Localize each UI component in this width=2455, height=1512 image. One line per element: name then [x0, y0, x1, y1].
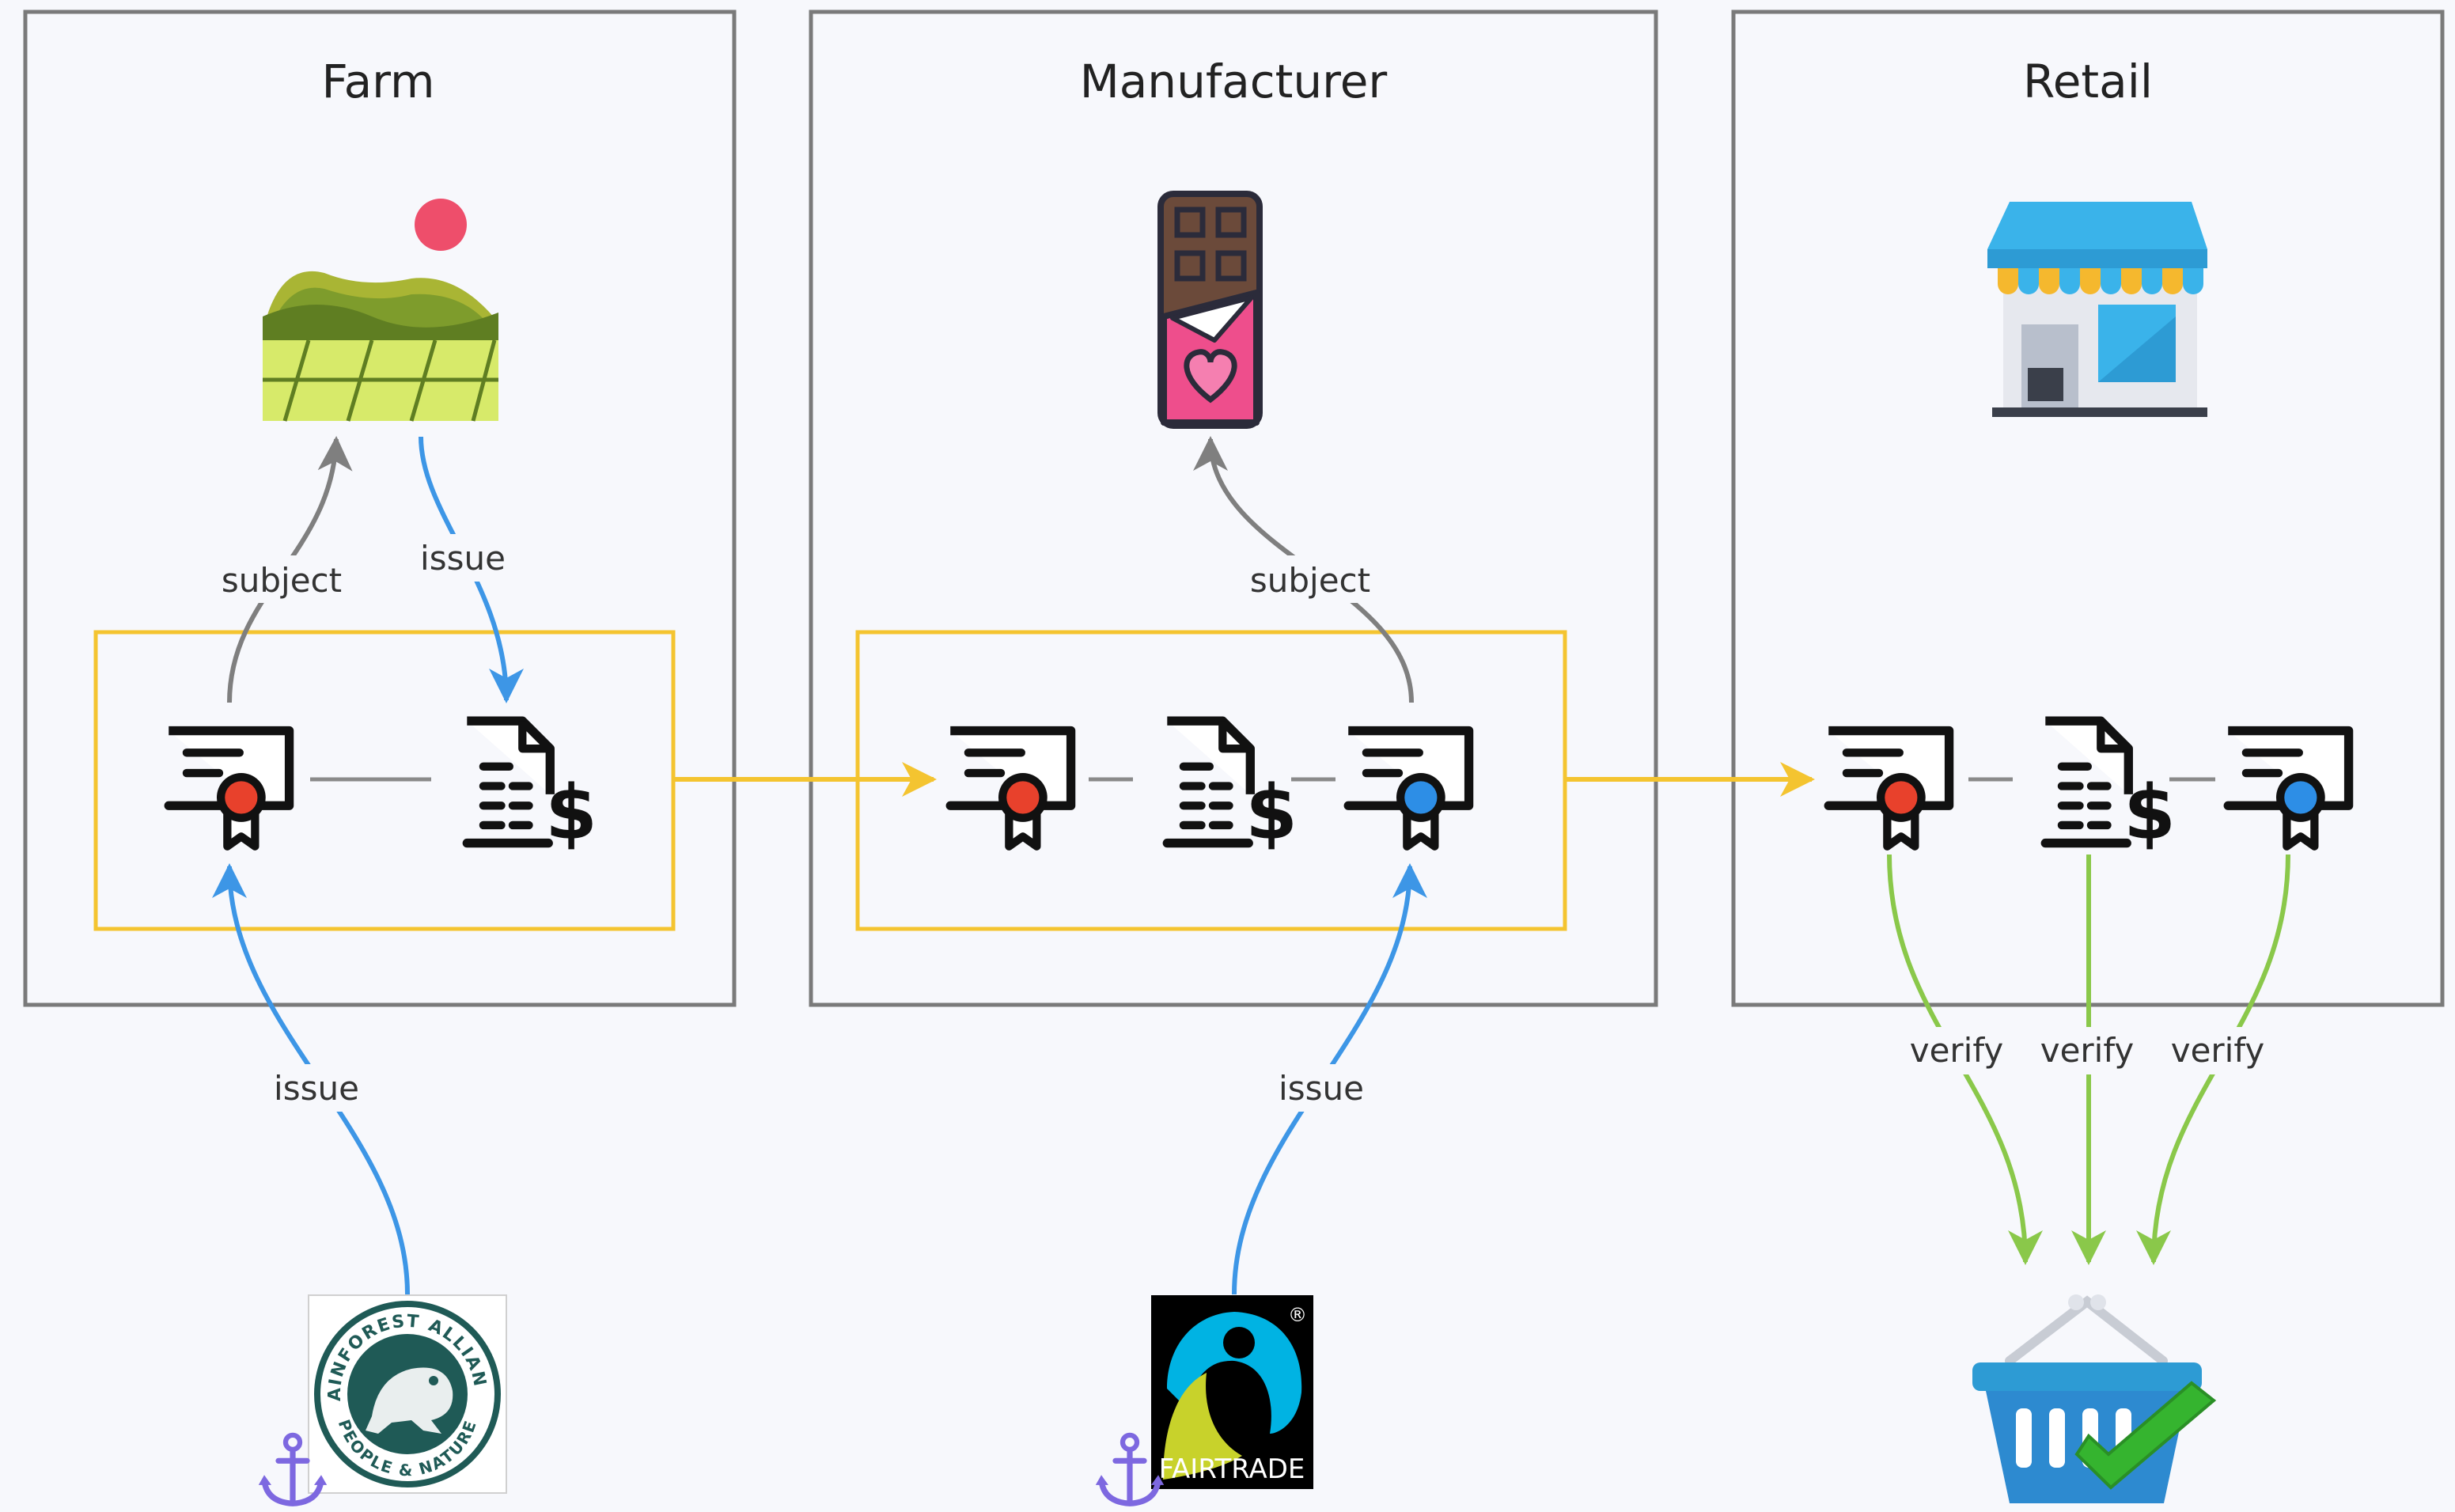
- verify-label-2-group: verify: [2037, 1027, 2140, 1074]
- fairtrade-issue-label-group: issue: [1274, 1064, 1369, 1112]
- fairtrade-logo: ® FAIRTRADE: [1151, 1295, 1313, 1489]
- rainforest-top-text: RAINFOREST ALLIANCE: [0, 0, 488, 1401]
- manufacturer-subject-label-group: subject: [1247, 555, 1373, 603]
- retail-lane-title: Retail: [2023, 55, 2153, 108]
- manufacturer-subject-label: subject: [1250, 561, 1370, 600]
- retail-certificate-red-icon[interactable]: [1828, 731, 1949, 847]
- manufacturer-certificate-red-icon[interactable]: [950, 731, 1070, 847]
- manufacturer-invoice-icon[interactable]: [1167, 721, 1298, 856]
- verify-label-1-group: verify: [1907, 1027, 2010, 1074]
- fairtrade-registered-mark: ®: [1288, 1304, 1307, 1326]
- farm-field-icon: [263, 199, 498, 422]
- farm-subject-label: subject: [222, 561, 342, 600]
- shopping-basket-check-icon: [1972, 1294, 2217, 1503]
- fairtrade-wordmark: FAIRTRADE: [1159, 1453, 1305, 1485]
- svg-text:RAINFOREST ALLIANCE: RAINFOREST ALLIANCE: [0, 0, 490, 1401]
- fairtrade-issue-label: issue: [1279, 1069, 1364, 1108]
- rainforest-issue-label-group: issue: [269, 1064, 364, 1112]
- farm-invoice-icon[interactable]: [467, 721, 597, 856]
- retail-invoice-icon[interactable]: [2045, 721, 2176, 856]
- verify-label-1: verify: [1910, 1031, 2004, 1070]
- farm-certificate-icon[interactable]: [169, 731, 289, 847]
- verify-label-2: verify: [2040, 1031, 2135, 1070]
- manufacturer-certificate-blue-icon[interactable]: [1348, 731, 1468, 847]
- farm-lane-title: Farm: [322, 55, 435, 108]
- manufacturer-lane: Manufacturer: [809, 9, 1658, 1007]
- verify-label-3-group: verify: [2168, 1027, 2271, 1074]
- farm-issue-label: issue: [420, 539, 506, 578]
- farm-issue-label-group: issue: [415, 534, 510, 582]
- chocolate-bar-icon: [1157, 191, 1263, 429]
- rainforest-issue-label: issue: [274, 1069, 359, 1108]
- retail-certificate-blue-icon[interactable]: [2228, 731, 2348, 847]
- farm-lane: Farm: [23, 9, 737, 1007]
- manufacturer-lane-title: Manufacturer: [1080, 55, 1388, 108]
- store-icon: [1987, 202, 2207, 417]
- verify-label-3: verify: [2171, 1031, 2265, 1070]
- farm-subject-label-group: subject: [218, 555, 345, 603]
